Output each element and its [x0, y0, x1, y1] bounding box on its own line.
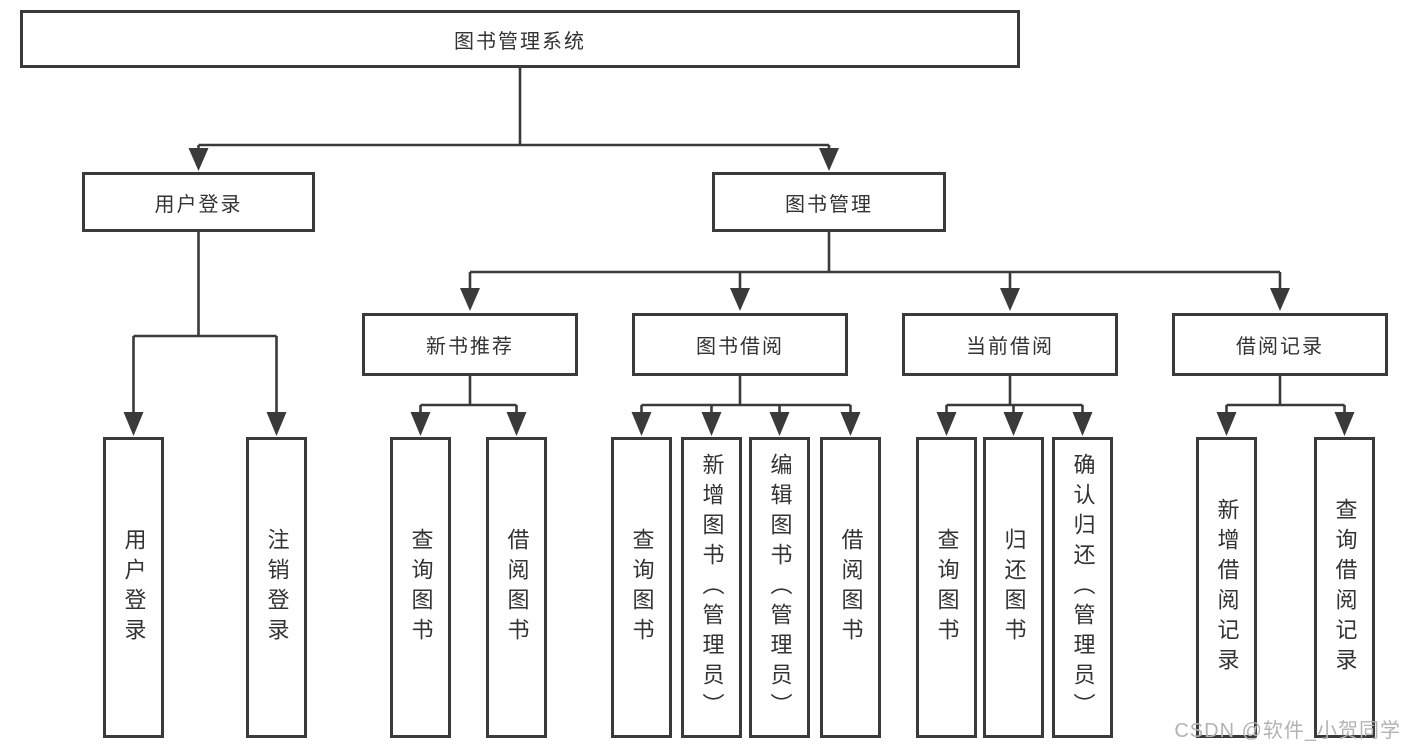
node-leaf-return-book: 归还图书 [983, 437, 1044, 738]
node-leaf-query-book-c: 查询图书 [916, 437, 977, 738]
node-leaf-add-borrow-record: 新增借阅记录 [1196, 437, 1257, 738]
node-leaf-query-book-c-label: 查询图书 [934, 527, 960, 648]
node-user-login: 用户登录 [82, 172, 315, 232]
node-leaf-query-borrow-record-label: 查询借阅记录 [1332, 497, 1358, 678]
node-leaf-edit-book-admin: 编辑图书（管理员） [749, 437, 810, 738]
node-borrow-records-label: 借阅记录 [1236, 336, 1324, 358]
node-new-book-recommend: 新书推荐 [362, 313, 578, 376]
node-user-login-label: 用户登录 [154, 193, 243, 216]
node-leaf-add-borrow-record-label: 新增借阅记录 [1214, 497, 1240, 678]
node-leaf-add-book-admin: 新增图书（管理员） [681, 437, 742, 738]
node-leaf-edit-book-admin-label: 编辑图书（管理员） [767, 452, 793, 723]
node-leaf-return-book-label: 归还图书 [1001, 527, 1027, 648]
node-leaf-query-borrow-record: 查询借阅记录 [1314, 437, 1375, 738]
node-root: 图书管理系统 [20, 10, 1020, 68]
node-borrow-records: 借阅记录 [1172, 313, 1388, 376]
node-current-borrow-label: 当前借阅 [966, 336, 1054, 358]
node-leaf-confirm-return-admin-label: 确认归还（管理员） [1070, 452, 1096, 723]
node-leaf-borrow-book-b-label: 借阅图书 [838, 527, 864, 648]
node-leaf-add-book-admin-label: 新增图书（管理员） [699, 452, 725, 723]
node-leaf-borrow-book-a-label: 借阅图书 [504, 527, 530, 648]
node-leaf-query-book-a: 查询图书 [390, 437, 451, 738]
node-book-management-label: 图书管理 [785, 193, 873, 216]
node-leaf-borrow-book-a: 借阅图书 [486, 437, 547, 738]
node-leaf-confirm-return-admin: 确认归还（管理员） [1052, 437, 1113, 738]
node-book-management: 图书管理 [712, 172, 946, 232]
node-current-borrow: 当前借阅 [902, 313, 1118, 376]
node-leaf-user-login: 用户登录 [103, 437, 164, 738]
node-leaf-user-login-label: 用户登录 [121, 527, 147, 648]
node-leaf-borrow-book-b: 借阅图书 [820, 437, 881, 738]
node-book-borrow: 图书借阅 [632, 313, 848, 376]
node-new-book-recommend-label: 新书推荐 [426, 336, 514, 358]
node-leaf-logout-label: 注销登录 [264, 527, 290, 648]
node-leaf-query-book-b-label: 查询图书 [629, 527, 655, 648]
node-leaf-query-book-a-label: 查询图书 [408, 527, 434, 648]
watermark: CSDN @软件_小贺同学 [1174, 720, 1401, 742]
node-root-label: 图书管理系统 [454, 30, 586, 53]
node-book-borrow-label: 图书借阅 [696, 336, 784, 358]
node-leaf-query-book-b: 查询图书 [611, 437, 672, 738]
node-leaf-logout: 注销登录 [246, 437, 307, 738]
